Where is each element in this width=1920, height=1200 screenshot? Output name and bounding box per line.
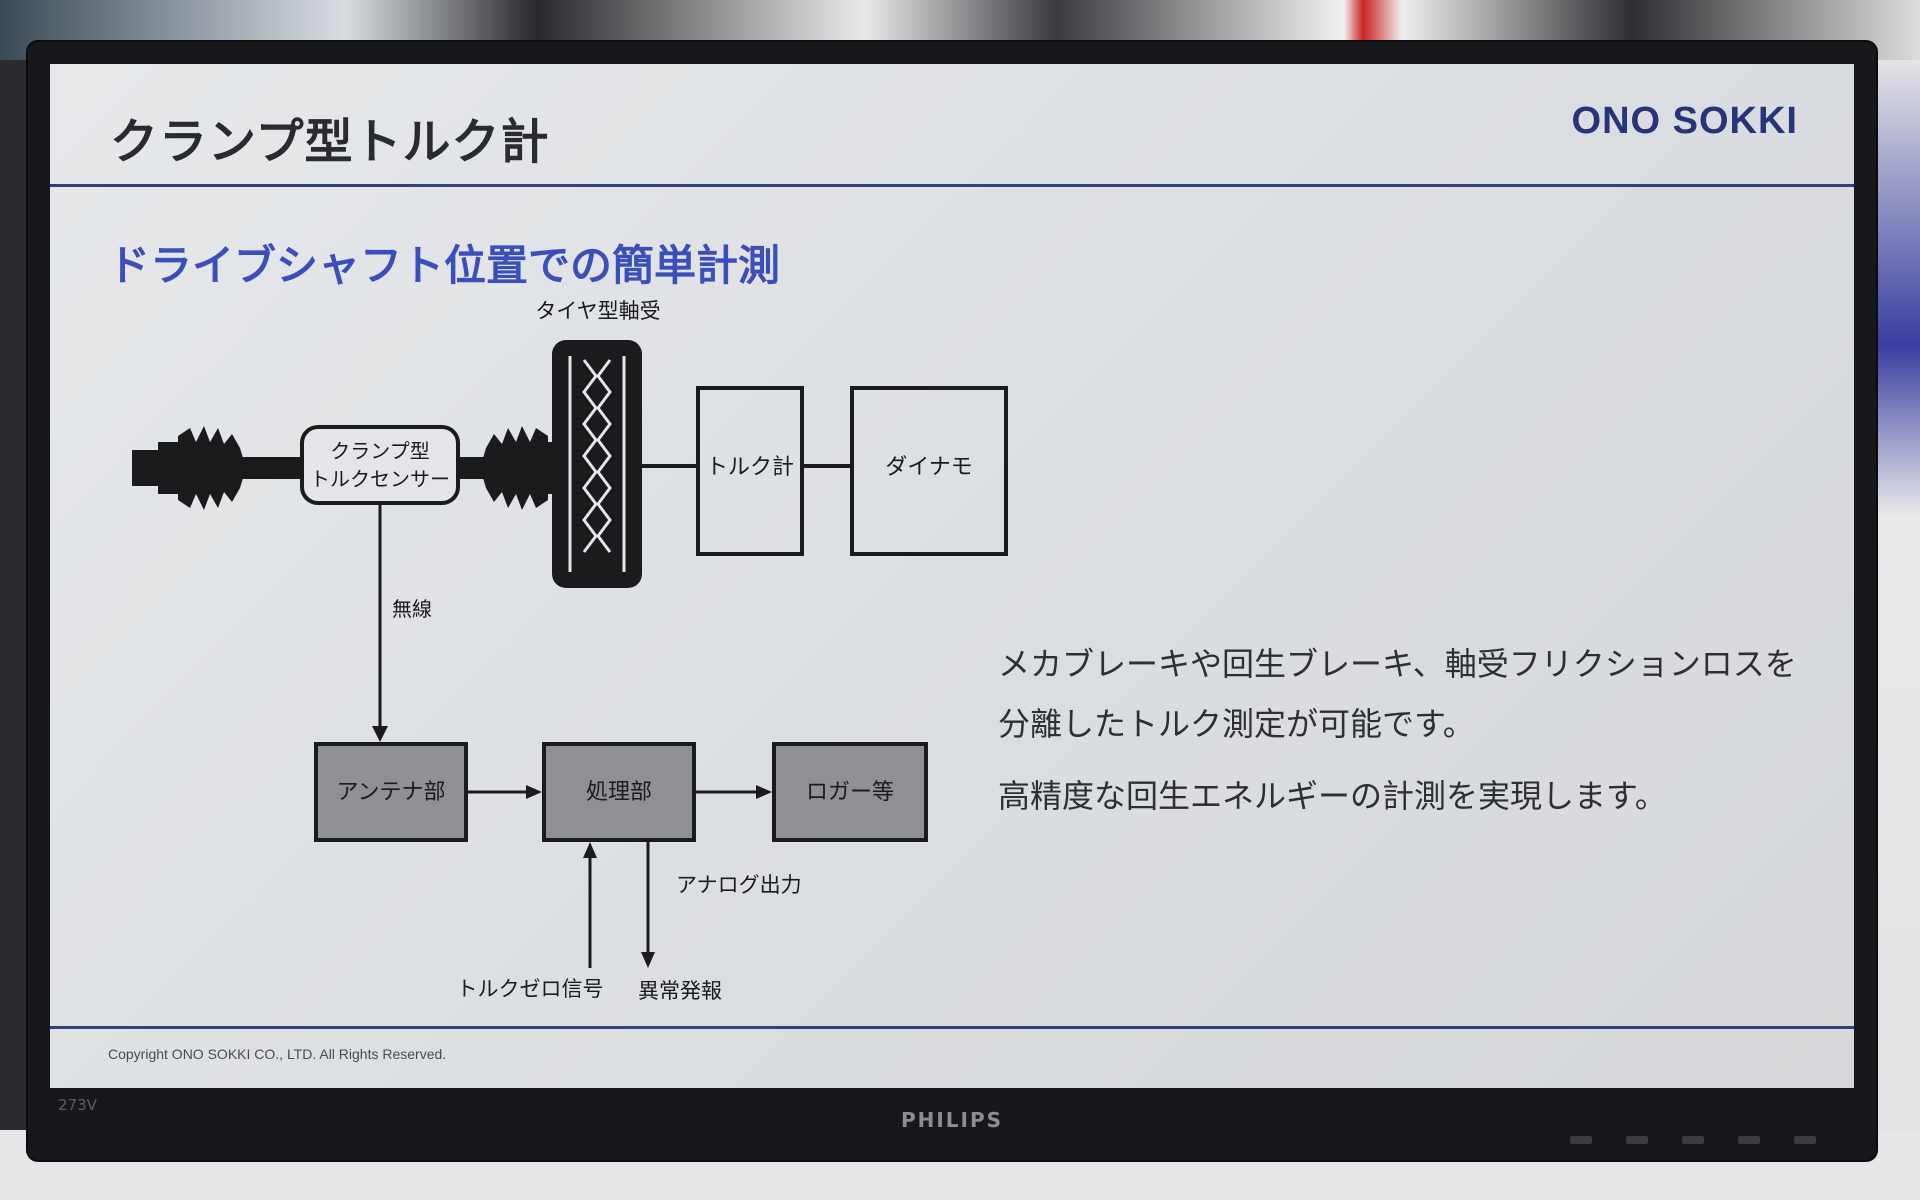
description-line3: 高精度な回生エネルギーの計測を実現します。 — [998, 777, 1667, 815]
torque-meter-label: トルク計 — [706, 455, 794, 480]
description-line2: 分離したトルク測定が可能です。 — [998, 705, 1475, 743]
tire-bearing-icon — [552, 340, 642, 588]
shaft-end-cap — [132, 450, 160, 486]
input-button-icon[interactable] — [1626, 1136, 1648, 1144]
description-line1: メカブレーキや回生ブレーキ、軸受フリクションロスを — [998, 645, 1797, 683]
description: メカブレーキや回生ブレーキ、軸受フリクションロスを 分離したトルク測定が可能です… — [998, 634, 1818, 826]
torque-meter-box — [696, 386, 804, 556]
ono-sokki-logo: ONO SOKKI — [1571, 100, 1798, 142]
torque-zero-label: トルクゼロ信号 — [457, 977, 604, 1001]
analog-output-label: アナログ出力 — [676, 873, 802, 897]
left-cv-boot-icon — [158, 426, 246, 510]
wireless-arrowhead — [372, 726, 388, 742]
background-right — [1870, 60, 1920, 1200]
sensor-label-line1: クランプ型 — [330, 439, 429, 463]
antenna-box — [314, 742, 468, 842]
slide-screen: クランプ型トルク計 ONO SOKKI ドライブシャフト位置での簡単計測 クラン… — [50, 64, 1854, 1088]
volume-button-icon[interactable] — [1682, 1136, 1704, 1144]
antenna-label: アンテナ部 — [336, 780, 445, 805]
footer-divider — [50, 1026, 1854, 1029]
slide-title: クランプ型トルク計 — [110, 114, 550, 170]
processing-to-logger-head — [756, 785, 772, 799]
dynamo-label: ダイナモ — [885, 455, 973, 480]
menu-button-icon[interactable] — [1570, 1136, 1592, 1144]
power-button-icon[interactable] — [1794, 1136, 1816, 1144]
slide-subtitle: ドライブシャフト位置での簡単計測 — [108, 241, 781, 290]
title-divider — [50, 184, 1854, 187]
system-diagram: クランプ型 トルクセンサー タイヤ型軸受 トルク計 ダイナモ 無線 — [132, 299, 1008, 1003]
processing-label: 処理部 — [586, 780, 652, 805]
tire-tread-pattern — [568, 356, 626, 572]
monitor-brand-logo: PHILIPS — [900, 1108, 1004, 1132]
monitor-buttons — [1570, 1136, 1816, 1144]
logger-label: ロガー等 — [806, 780, 894, 805]
monitor-model-label: 273V — [58, 1096, 97, 1114]
antenna-to-processing-head — [526, 785, 542, 799]
copyright-text: Copyright ONO SOKKI CO., LTD. All Rights… — [108, 1046, 447, 1062]
monitor: クランプ型トルク計 ONO SOKKI ドライブシャフト位置での簡単計測 クラン… — [28, 42, 1876, 1160]
logger-box — [772, 742, 928, 842]
alarm-label: 異常発報 — [638, 979, 722, 1003]
wireless-label: 無線 — [392, 597, 432, 621]
sensor-label-line2: トルクセンサー — [310, 467, 450, 491]
ok-button-icon[interactable] — [1738, 1136, 1760, 1144]
alarm-arrowhead — [641, 952, 655, 968]
dynamo-box — [850, 386, 1008, 556]
tire-bearing-label: タイヤ型軸受 — [535, 299, 660, 323]
torque-zero-arrowhead — [583, 842, 597, 858]
